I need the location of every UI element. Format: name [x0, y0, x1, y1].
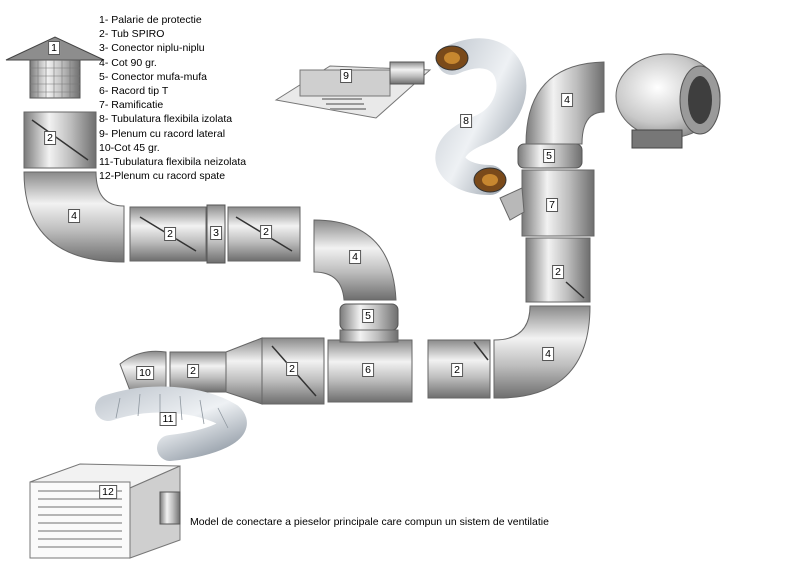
label-tube-short-left: 2 [187, 364, 199, 378]
legend-item: 4- Cot 90 gr. [99, 56, 157, 69]
plenum-back-connection [29, 463, 181, 559]
legend-item: 6- Racord tip T [99, 85, 169, 98]
protective-cap [5, 36, 105, 99]
reducer [225, 337, 263, 405]
label-cap: 1 [48, 41, 60, 55]
label-plenum-side: 9 [340, 69, 352, 83]
label-elbow-top-right: 4 [561, 93, 573, 107]
diagram-caption: Model de conectare a pieselor principale… [190, 516, 549, 528]
label-flex-uninsulated: 11 [159, 412, 177, 426]
label-flex-insulated: 8 [460, 114, 472, 128]
legend-item: 8- Tubulatura flexibila izolata [99, 113, 233, 126]
legend-item: 11-Tubulatura flexibila neizolata [99, 156, 247, 169]
branch-fitting [521, 169, 595, 237]
elbow-90-bottom-right [493, 305, 591, 399]
inline-fan [615, 53, 721, 149]
flexible-insulated-duct [435, 38, 527, 195]
flexible-uninsulated-duct [95, 386, 247, 461]
label-tee: 6 [362, 363, 374, 377]
label-sleeve-right: 5 [543, 149, 555, 163]
legend-item: 7- Ramificatie [99, 99, 164, 112]
legend-item: 9- Plenum cu racord lateral [99, 127, 226, 140]
label-connector-nipple: 3 [210, 226, 222, 240]
label-sleeve-center: 5 [362, 309, 374, 323]
label-plenum-back: 12 [99, 485, 117, 499]
label-elbow-45: 10 [136, 366, 154, 380]
legend-item: 3- Conector niplu-niplu [99, 42, 205, 55]
legend-item: 5- Conector mufa-mufa [99, 70, 207, 83]
label-tube-h1: 2 [164, 227, 176, 241]
label-tube-h2: 2 [260, 225, 272, 239]
label-tube-top: 2 [44, 131, 56, 145]
legend-item: 2- Tub SPIRO [99, 28, 165, 41]
legend-item: 10-Cot 45 gr. [99, 141, 160, 154]
label-tube-left-of-tee: 2 [286, 362, 298, 376]
legend-item: 12-Plenum cu racord spate [99, 170, 226, 183]
legend-item: 1- Palarie de protectie [99, 14, 202, 26]
label-tube-right-of-tee: 2 [451, 363, 463, 377]
label-elbow-center: 4 [349, 250, 361, 264]
parts-legend: 1- Palarie de protectie 2- Tub SPIRO 3- … [99, 13, 246, 183]
label-tube-vertical-right: 2 [552, 265, 564, 279]
label-elbow-bottom-right: 4 [542, 347, 554, 361]
label-branch: 7 [546, 198, 558, 212]
label-elbow-top-left: 4 [68, 209, 80, 223]
plenum-side-connection [274, 61, 432, 119]
